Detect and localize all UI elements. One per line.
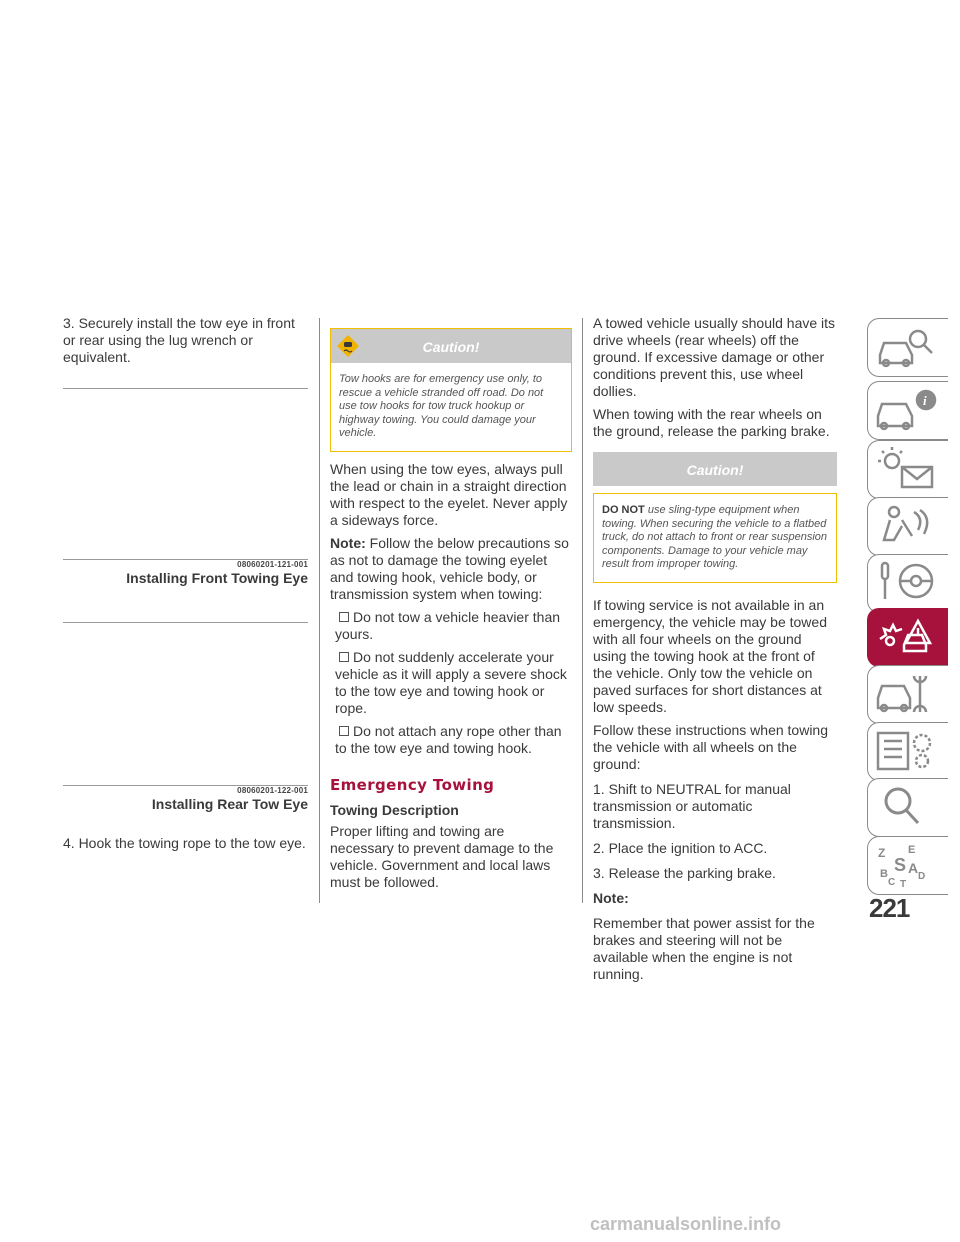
page-number: 221 bbox=[869, 893, 910, 923]
paragraph: A towed vehicle usually should have its … bbox=[593, 315, 836, 399]
svg-text:B: B bbox=[880, 868, 888, 880]
figure-bottom-rule bbox=[63, 559, 308, 560]
chapter-tab-starting-driving[interactable] bbox=[867, 554, 948, 613]
step: 2. Place the ignition to ACC. bbox=[593, 839, 768, 856]
subsection-heading: Towing Description bbox=[330, 801, 459, 818]
chapter-tab-safety[interactable] bbox=[867, 497, 948, 556]
chapter-tab-getting-to-know[interactable] bbox=[867, 318, 948, 377]
note-text: Remember that power assist for the brake… bbox=[593, 914, 815, 982]
chapter-tab-in-an-emergency[interactable] bbox=[867, 608, 948, 667]
slippery-road-warning-icon bbox=[337, 335, 359, 357]
paragraph: Proper lifting and towing are necessary … bbox=[330, 822, 554, 890]
caution-lead: DO NOT bbox=[602, 504, 645, 516]
note-label: Note: bbox=[330, 534, 366, 551]
svg-text:A: A bbox=[908, 860, 918, 876]
car-info-icon: i bbox=[876, 389, 937, 431]
paragraph: When towing with the rear wheels on the … bbox=[593, 406, 830, 439]
list-item: Do not suddenly accelerate your vehicle … bbox=[330, 649, 572, 717]
paragraph: When using the tow eyes, always pull the… bbox=[330, 460, 568, 528]
svg-text:S: S bbox=[894, 855, 906, 875]
chapter-tab-dashboard[interactable]: i bbox=[867, 381, 948, 440]
list-item-text: Do not attach any rope other than to the… bbox=[335, 722, 562, 756]
caution-body: DO NOT use sling-type equipment when tow… bbox=[593, 493, 837, 583]
figure-top-rule bbox=[63, 622, 308, 623]
note-text: Follow the below precautions so as not t… bbox=[330, 534, 569, 602]
svg-text:Z: Z bbox=[878, 846, 885, 860]
figure-caption: Installing Front Towing Eye bbox=[126, 570, 308, 586]
figure-top-rule bbox=[63, 388, 308, 389]
index-search-icon bbox=[884, 787, 920, 825]
paragraph: Follow these instructions when towing th… bbox=[593, 721, 829, 772]
caution-box: Caution! Tow hooks are for emergency use… bbox=[330, 328, 572, 452]
caution-box: Caution! DO NOT use sling-type equipment… bbox=[593, 452, 837, 583]
figure-front-towing-eye: 08060201-121-001 Installing Front Towing… bbox=[63, 388, 308, 587]
specifications-icon bbox=[876, 731, 932, 771]
step: 3. Release the parking brake. bbox=[593, 864, 776, 881]
column-divider bbox=[319, 318, 320, 903]
caution-title: Caution! bbox=[422, 339, 480, 355]
svg-text:T: T bbox=[900, 879, 906, 889]
checkbox-bullet-icon bbox=[339, 651, 349, 662]
chapter-tab-technical-specifications[interactable] bbox=[867, 722, 948, 781]
figure-image-placeholder bbox=[63, 389, 308, 559]
caution-header: Caution! bbox=[593, 452, 837, 486]
chapter-tab-warning-lights[interactable] bbox=[867, 440, 948, 499]
caution-text: use sling-type equipment when towing. Wh… bbox=[602, 504, 828, 570]
chapter-tab-servicing-maintenance[interactable] bbox=[867, 665, 948, 724]
car-search-icon bbox=[878, 329, 933, 368]
step-3-text: 3. Securely install the tow eye in front… bbox=[63, 315, 295, 365]
svg-text:i: i bbox=[923, 393, 927, 408]
checkbox-bullet-icon bbox=[339, 725, 349, 736]
column-left: 3. Securely install the tow eye in front… bbox=[63, 315, 308, 852]
paragraph: If towing service is not available in an… bbox=[593, 596, 827, 715]
safety-airbag-icon bbox=[882, 505, 929, 542]
warning-lights-icon bbox=[878, 447, 934, 489]
column-middle: Caution! Tow hooks are for emergency use… bbox=[330, 328, 572, 891]
step-4-text: 4. Hook the towing rope to the tow eye. bbox=[63, 835, 306, 851]
checkbox-bullet-icon bbox=[339, 611, 349, 622]
starting-driving-icon bbox=[880, 561, 934, 599]
note-label: Note: bbox=[593, 889, 629, 906]
svg-text:D: D bbox=[918, 871, 925, 882]
caution-text: Tow hooks are for emergency use only, to… bbox=[339, 373, 544, 439]
watermark: carmanualsonline.info bbox=[590, 1214, 782, 1234]
figure-bottom-rule bbox=[63, 785, 308, 786]
figure-id: 08060201-122-001 bbox=[237, 786, 308, 795]
chapter-tab-multimedia[interactable] bbox=[867, 778, 948, 837]
step: 1. Shift to NEUTRAL for manual transmiss… bbox=[593, 780, 791, 831]
list-item-text: Do not tow a vehicle heavier than yours. bbox=[335, 608, 561, 642]
figure-caption: Installing Rear Tow Eye bbox=[151, 796, 308, 812]
list-item: Do not tow a vehicle heavier than yours. bbox=[330, 609, 572, 643]
note: Note: Follow the below precautions so as… bbox=[330, 535, 572, 603]
maintenance-icon bbox=[876, 675, 928, 713]
list-item-text: Do not suddenly accelerate your vehicle … bbox=[335, 648, 567, 716]
column-right: A towed vehicle usually should have its … bbox=[593, 315, 837, 983]
column-divider bbox=[582, 318, 583, 903]
svg-text:E: E bbox=[908, 844, 915, 856]
emergency-icon bbox=[879, 618, 933, 653]
figure-image-placeholder bbox=[63, 623, 308, 785]
svg-text:C: C bbox=[888, 877, 895, 888]
section-heading: Emergency Towing bbox=[330, 775, 495, 794]
figure-id: 08060201-121-001 bbox=[237, 560, 308, 569]
caution-header: Caution! bbox=[331, 329, 571, 363]
list-item: Do not attach any rope other than to the… bbox=[330, 723, 572, 757]
caution-title: Caution! bbox=[686, 462, 744, 478]
figure-rear-tow-eye: 08060201-122-001 Installing Rear Tow Eye bbox=[63, 622, 308, 813]
